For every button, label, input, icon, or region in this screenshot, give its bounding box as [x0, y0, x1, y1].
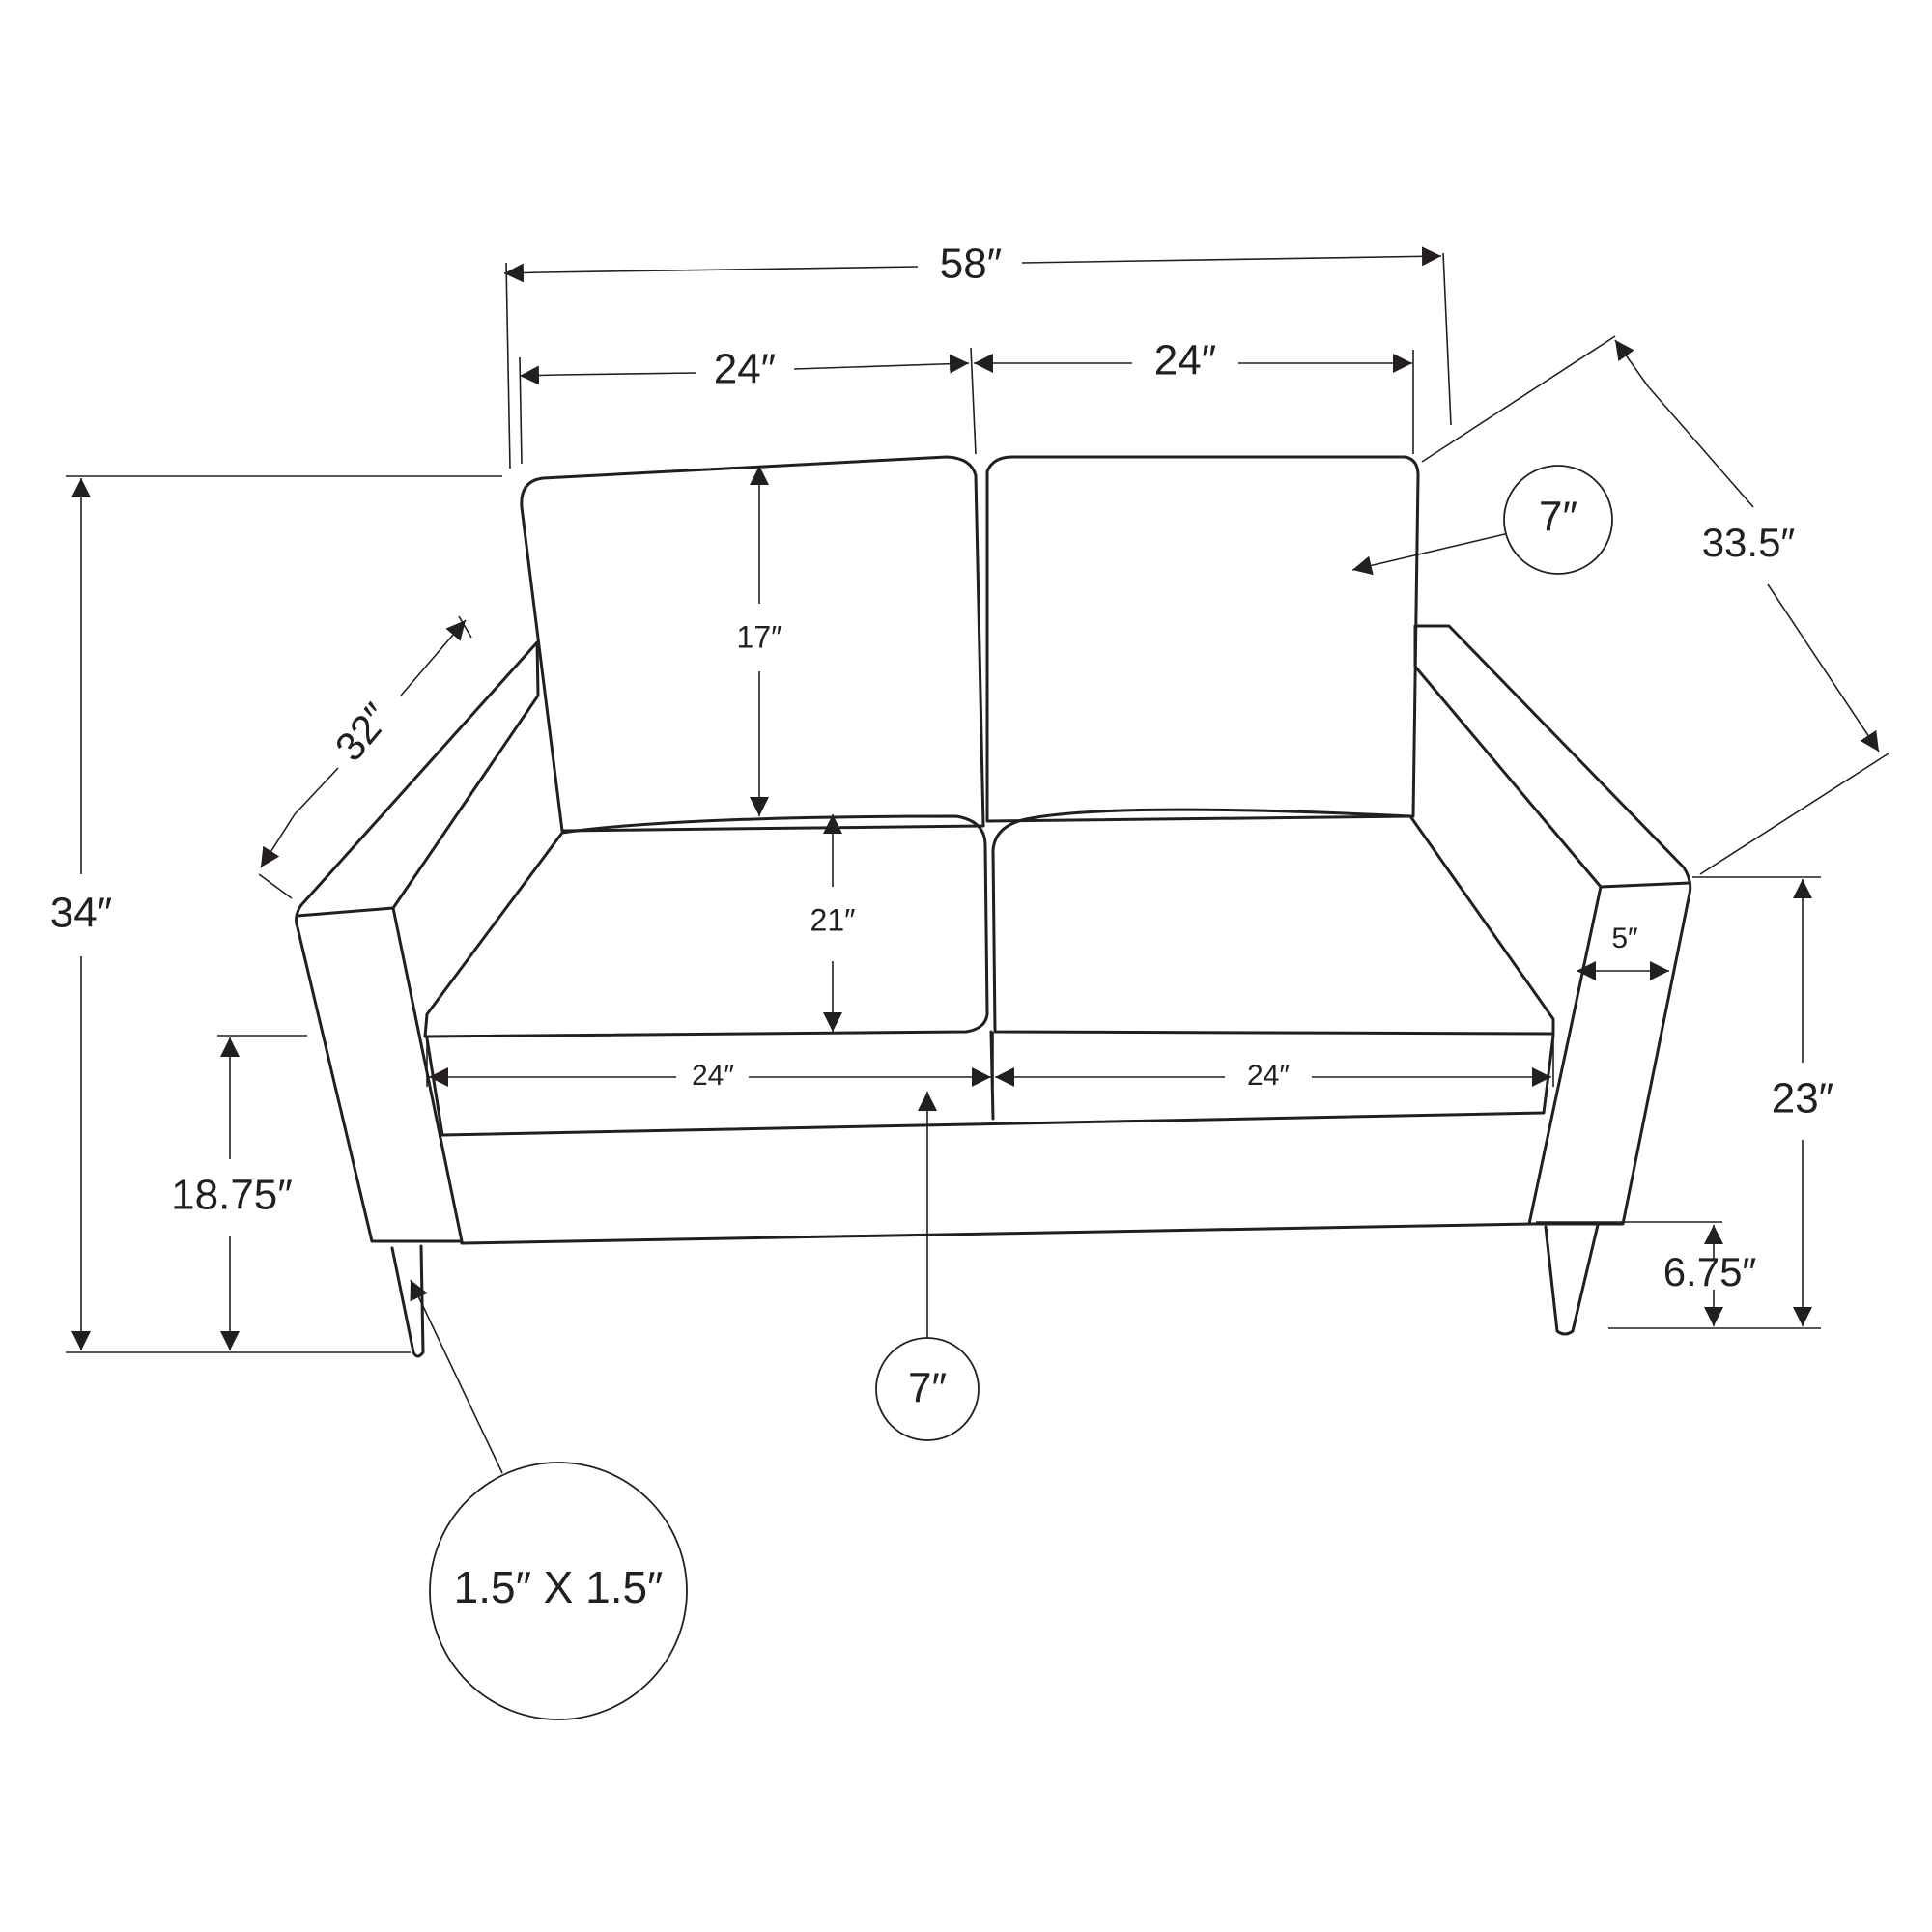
arm-height-label: 23″	[1772, 1075, 1834, 1122]
back-cushion-right	[985, 455, 1420, 823]
overall-depth-label: 33.5″	[1702, 520, 1796, 565]
overall-height-label: 34″	[50, 890, 113, 937]
right-arm	[1413, 624, 1692, 1226]
right-leg	[1544, 1223, 1600, 1336]
seat-thickness-label: 7″	[908, 1365, 947, 1412]
left-arm-front-face	[296, 906, 395, 918]
left-leg	[390, 1244, 425, 1358]
seat-right-width-label: 24″	[1247, 1060, 1290, 1092]
back-thickness-label: 7″	[1539, 494, 1577, 541]
seat-cushion-left	[423, 814, 989, 1038]
seat-cushion-divider	[989, 1030, 995, 1121]
leg-height-label: 6.75″	[1663, 1249, 1757, 1294]
arm-width-label: 5″	[1611, 923, 1638, 954]
overall-width-label: 58″	[940, 241, 1003, 288]
leg-size-label: 1.5″ X 1.5″	[454, 1562, 664, 1612]
leg-size-callout	[429, 1462, 688, 1720]
seat-height-label: 18.75″	[171, 1172, 293, 1219]
back-left-width-label: 24″	[714, 346, 777, 393]
back-cushion-left	[520, 455, 985, 833]
left-arm	[295, 640, 540, 1243]
arm-depth-label: 32″	[327, 695, 400, 769]
sofa-outline	[295, 455, 1692, 1358]
seat-cushion-right	[991, 808, 1555, 1036]
back-right-width-label: 24″	[1154, 337, 1217, 384]
extension-lines	[66, 252, 1889, 1353]
back-thickness-callout	[1503, 465, 1613, 575]
right-arm-front-face	[1599, 881, 1691, 889]
sofa-base	[460, 1222, 1533, 1245]
dimension-labels: 58″ 24″ 24″ 33.5″ 7″ 32″ 34″ 17″ 21″ 24″…	[50, 241, 1834, 1613]
seat-depth-label: 21″	[810, 902, 856, 937]
seat-thickness-callout	[875, 1337, 980, 1441]
back-cushion-height-label: 17″	[737, 619, 782, 654]
seat-left-width-label: 24″	[692, 1060, 734, 1092]
dimension-arrows	[71, 246, 1880, 1474]
